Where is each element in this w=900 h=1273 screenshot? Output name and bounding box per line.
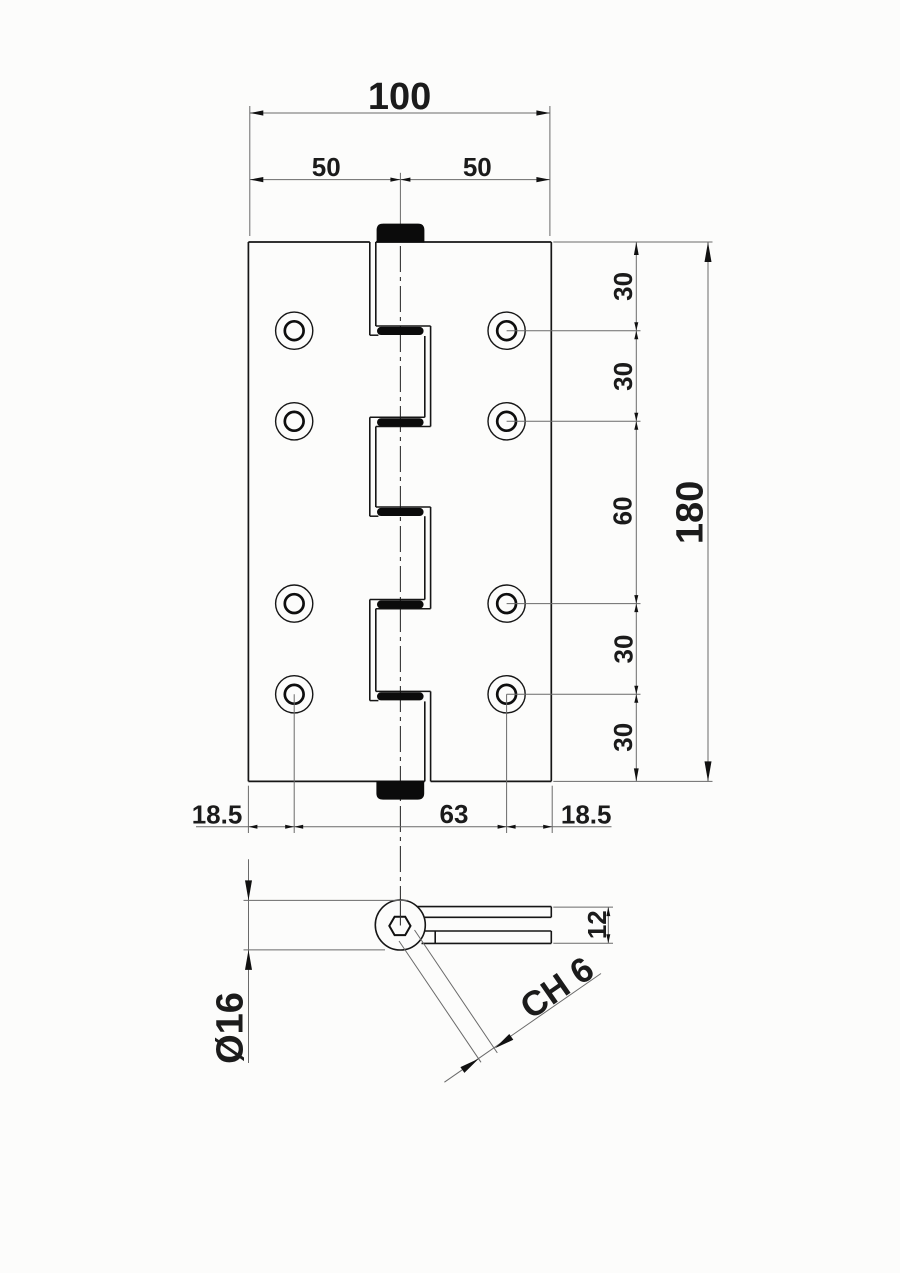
svg-text:18.5: 18.5 <box>192 799 243 829</box>
svg-text:63: 63 <box>440 799 469 829</box>
svg-text:50: 50 <box>463 152 492 182</box>
svg-text:30: 30 <box>608 362 638 391</box>
svg-text:180: 180 <box>670 481 712 544</box>
svg-text:30: 30 <box>608 723 638 752</box>
svg-text:50: 50 <box>312 152 341 182</box>
svg-text:18.5: 18.5 <box>561 799 612 829</box>
svg-text:12: 12 <box>582 910 612 939</box>
svg-text:60: 60 <box>607 496 637 525</box>
svg-text:30: 30 <box>608 635 638 664</box>
svg-text:30: 30 <box>608 272 638 301</box>
svg-text:100: 100 <box>368 76 431 118</box>
svg-text:Ø16: Ø16 <box>210 992 252 1064</box>
